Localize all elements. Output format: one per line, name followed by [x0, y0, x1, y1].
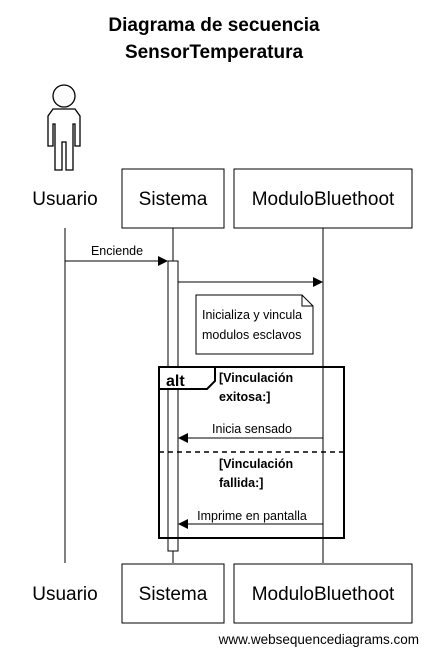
participant-sistema-top-box	[121, 168, 225, 229]
note-fold	[301, 295, 313, 307]
participant-sistema-bottom: Sistema	[139, 584, 208, 605]
participant-modulo-bottom-box	[233, 563, 413, 624]
message-inicia-sensado-label: Inicia sensado	[212, 422, 292, 436]
note-line1: Inicializa y vincula	[202, 308, 302, 322]
alt-fragment-label: alt	[166, 373, 185, 390]
participant-modulo-bottom: ModuloBluethoot	[252, 584, 395, 605]
diagram-title-line1: Diagrama de secuencia	[108, 15, 320, 36]
participant-usuario-bottom: Usuario	[32, 584, 97, 605]
participant-modulo-top: ModuloBluethoot	[252, 189, 395, 210]
alt-guard1-line1: [Vinculación	[219, 371, 293, 385]
note-box	[195, 294, 314, 355]
participant-sistema-top: Sistema	[139, 189, 208, 210]
footer-watermark: www.websequencediagrams.com	[218, 632, 419, 647]
activation-sistema	[167, 260, 179, 552]
diagram-title-line2: SensorTemperatura	[125, 42, 304, 63]
message-imprime-label: Imprime en pantalla	[197, 509, 307, 523]
note-line2: modulos esclavos	[202, 328, 301, 342]
participant-usuario-top: Usuario	[32, 189, 97, 210]
participant-sistema-bottom-box	[121, 563, 225, 624]
participant-modulo-top-box	[233, 168, 413, 229]
alt-guard1-line2: exitosa:]	[219, 390, 270, 404]
alt-guard2-line1: [Vinculación	[219, 457, 293, 471]
message-enciende-label: Enciende	[91, 244, 143, 258]
alt-fragment-tab	[158, 366, 216, 390]
alt-guard2-line2: fallida:]	[219, 476, 263, 490]
actor-usuario-icon	[47, 84, 81, 171]
